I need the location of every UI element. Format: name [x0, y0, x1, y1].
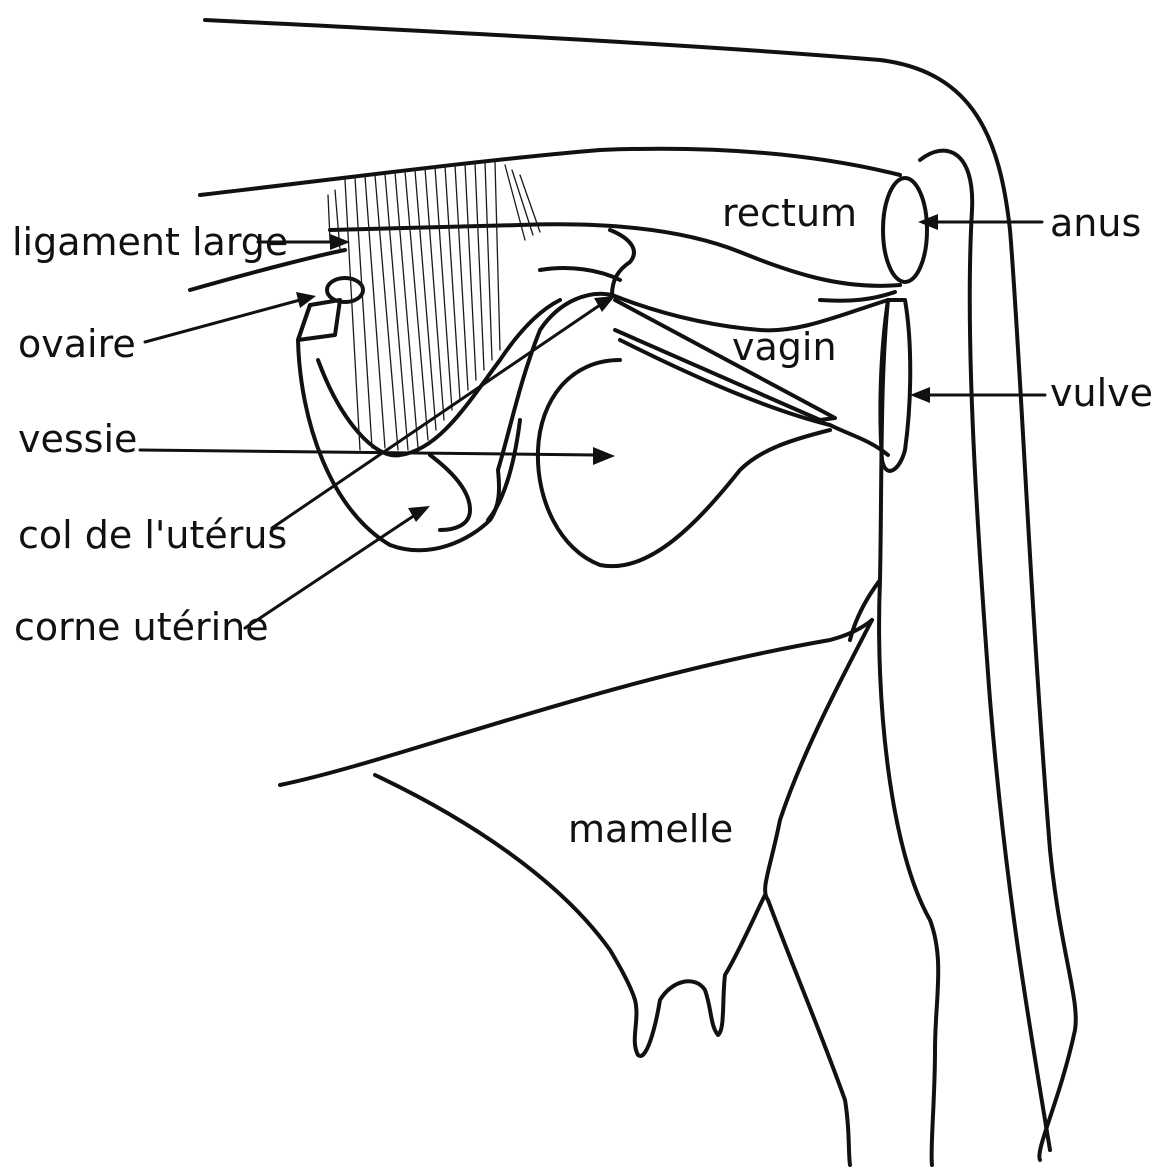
leader-ovaire: [145, 300, 300, 342]
label-rectum: rectum: [722, 191, 857, 235]
anus-ring: [883, 178, 927, 282]
hatch-line: [375, 175, 398, 450]
hatch-line: [475, 163, 484, 370]
vulva-outline: [880, 300, 910, 471]
hatch-line: [328, 195, 330, 240]
leader-vessie: [140, 450, 595, 455]
hatch-line: [485, 162, 492, 360]
label-anus: anus: [1050, 201, 1141, 245]
uterus-body: [430, 455, 470, 530]
arrow-col-uterus: [594, 296, 615, 312]
belly-line: [280, 620, 872, 785]
uterus-inner-curve: [488, 420, 520, 520]
label-corne-uterine: corne utérine: [14, 605, 269, 649]
arrow-vessie: [593, 447, 615, 465]
hatch-line: [425, 168, 444, 420]
hatch-line: [495, 162, 500, 350]
label-col-uterus: col de l'utérus: [18, 513, 287, 557]
uterus-link: [540, 268, 620, 280]
ovary-block-edge: [298, 305, 310, 340]
hatch-line: [465, 164, 476, 380]
broad-ligament-hatching: [328, 162, 540, 450]
cervix-notch: [610, 230, 634, 295]
label-ligament-large: ligament large: [12, 220, 288, 264]
labels: ligament large ovaire vessie col de l'ut…: [12, 191, 1153, 851]
label-vessie: vessie: [18, 417, 137, 461]
hatch-line: [445, 166, 460, 400]
label-mamelle: mamelle: [568, 807, 733, 851]
label-ovaire: ovaire: [18, 322, 136, 366]
arrow-corne-uterine: [408, 506, 430, 522]
rectum-top: [200, 149, 900, 195]
hatch-line: [365, 176, 385, 448]
label-vulve: vulve: [1050, 371, 1153, 415]
belly-group: [280, 580, 880, 1165]
hatch-line: [395, 172, 418, 448]
thigh-line: [765, 620, 872, 1165]
hatch-line: [435, 167, 452, 410]
hatch-line: [385, 174, 408, 450]
tail: [920, 151, 1050, 1150]
label-vagin: vagin: [732, 325, 837, 369]
arrow-vulve: [910, 387, 930, 403]
hatch-line: [415, 170, 436, 430]
hatch-line: [405, 171, 428, 440]
ovary: [327, 278, 363, 302]
